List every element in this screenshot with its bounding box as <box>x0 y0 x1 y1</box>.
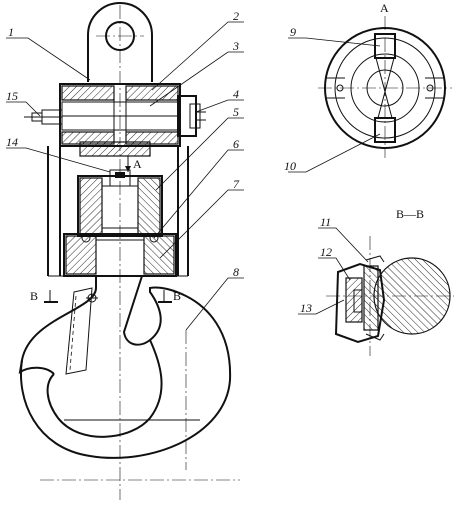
side-plates <box>47 146 189 277</box>
part-number-labels: 1 2 3 4 5 6 7 8 9 10 11 12 13 14 15 <box>6 9 332 315</box>
section-b-left-label: B <box>30 289 38 303</box>
label-part-3: 3 <box>232 39 239 53</box>
label-part-14: 14 <box>6 135 18 149</box>
nut-bearing-block <box>63 169 177 277</box>
view-a-title: A <box>380 1 389 15</box>
label-part-5: 5 <box>233 105 239 119</box>
section-bb-title: B—B <box>396 207 424 221</box>
label-part-11: 11 <box>320 215 331 229</box>
label-part-9: 9 <box>290 25 296 39</box>
label-part-15: 15 <box>6 89 18 103</box>
hook-body <box>18 275 240 481</box>
section-a-arrow-label: A <box>133 157 142 171</box>
section-b-markers <box>44 290 172 303</box>
label-part-13: 13 <box>300 301 312 315</box>
label-part-6: 6 <box>233 137 239 151</box>
section-labels: A A B B B—B <box>30 1 424 303</box>
label-part-2: 2 <box>233 9 239 23</box>
lifting-eye <box>87 2 153 82</box>
label-part-1: 1 <box>8 25 14 39</box>
label-part-8: 8 <box>233 265 239 279</box>
label-part-12: 12 <box>320 245 332 259</box>
leader-lines <box>6 21 381 331</box>
section-a-arrow <box>125 156 131 172</box>
view-a <box>318 16 452 158</box>
main-view <box>18 2 240 500</box>
upper-crossbar <box>24 83 206 157</box>
section-b-b <box>326 236 454 356</box>
label-part-10: 10 <box>284 159 296 173</box>
safety-latch <box>65 287 98 375</box>
label-part-7: 7 <box>233 177 240 191</box>
label-part-4: 4 <box>233 87 239 101</box>
section-b-right-label: B <box>173 289 181 303</box>
